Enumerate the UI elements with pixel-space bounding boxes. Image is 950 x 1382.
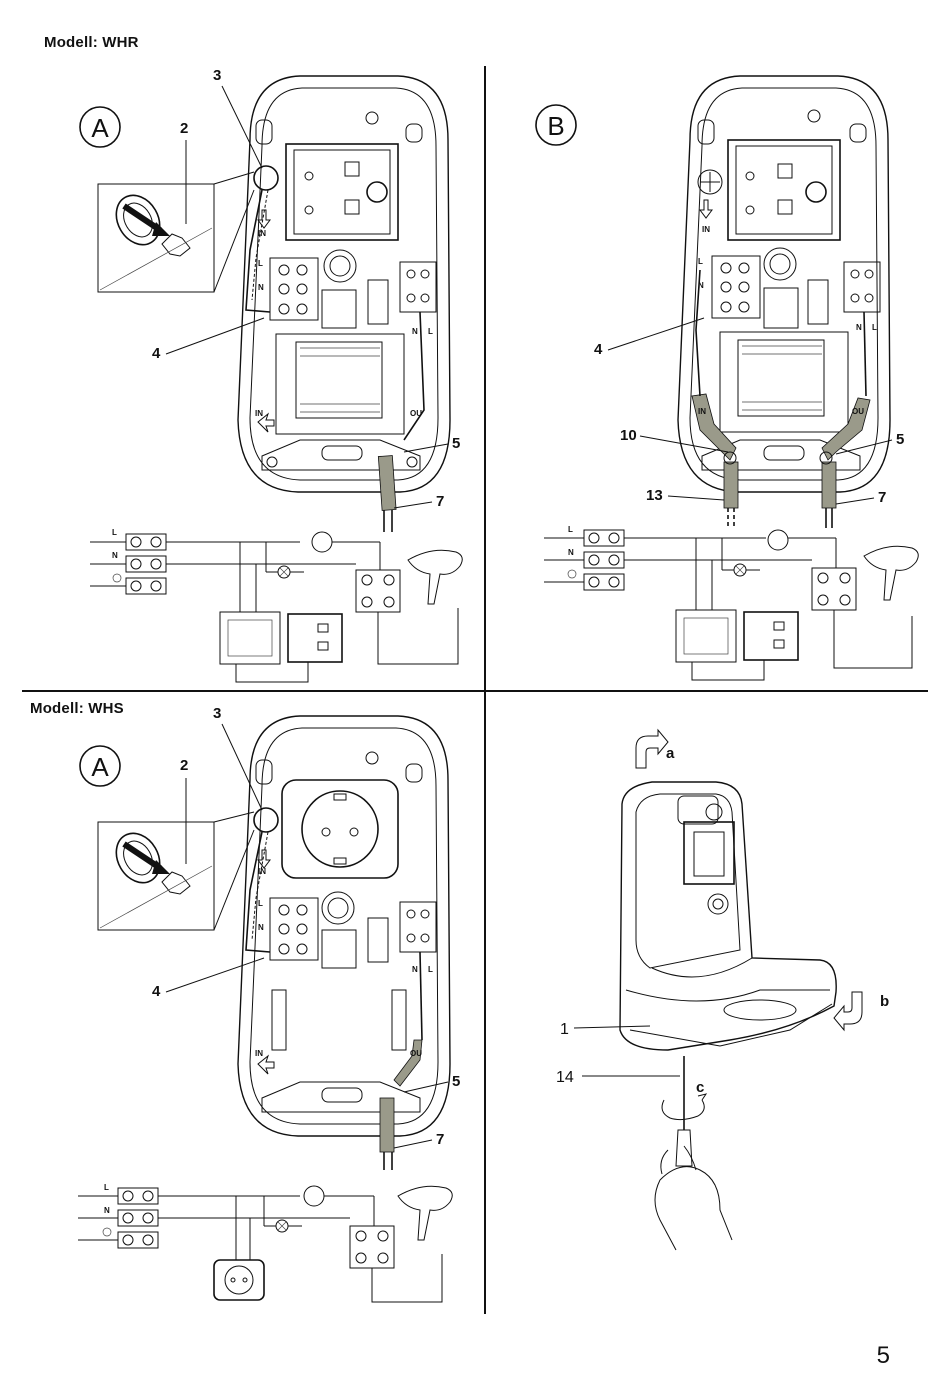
badge-a-whr: A <box>79 106 121 148</box>
horizontal-divider <box>22 690 928 692</box>
svg-text:7: 7 <box>436 493 444 510</box>
wiring-schematic-whs-a <box>78 1185 453 1303</box>
svg-text:c: c <box>696 1079 704 1096</box>
panel-whs-a: A IN L N <box>78 705 460 1303</box>
svg-text:L: L <box>104 1183 109 1192</box>
screwdriver-hand <box>654 1056 733 1251</box>
detail-inset-grommet <box>97 171 255 293</box>
svg-text:A: A <box>91 113 109 143</box>
svg-text:L: L <box>258 899 263 908</box>
svg-text:4: 4 <box>594 341 603 358</box>
svg-text:B: B <box>547 111 564 141</box>
svg-text:3: 3 <box>213 67 221 84</box>
svg-text:L: L <box>258 259 263 268</box>
svg-text:N: N <box>568 548 574 557</box>
svg-text:a: a <box>666 745 675 762</box>
svg-text:IN: IN <box>258 229 266 238</box>
svg-text:L: L <box>112 528 117 537</box>
detail-inset-grommet-whs <box>97 811 255 931</box>
panel-mounting: a b c 1 14 <box>556 728 889 1251</box>
svg-text:OU: OU <box>852 407 864 416</box>
svg-text:N: N <box>258 283 264 292</box>
svg-text:N: N <box>258 923 264 932</box>
svg-text:5: 5 <box>452 435 460 452</box>
svg-text:1: 1 <box>560 1021 569 1038</box>
svg-text:N: N <box>412 327 418 336</box>
svg-text:IN: IN <box>255 1049 263 1058</box>
page-number: 5 <box>876 1342 890 1369</box>
badge-a-whs: A <box>79 745 121 787</box>
svg-text:10: 10 <box>620 427 637 444</box>
model-label-whr: Modell: WHR <box>44 34 139 51</box>
svg-text:IN: IN <box>698 407 706 416</box>
svg-text:5: 5 <box>896 431 904 448</box>
svg-text:2: 2 <box>180 120 188 137</box>
device-perspective <box>619 781 837 1051</box>
svg-text:L: L <box>428 965 433 974</box>
wiring-schematic-whr-a <box>90 531 463 683</box>
svg-text:N: N <box>104 1206 110 1215</box>
panel-whr-b: B <box>535 75 919 681</box>
svg-text:N: N <box>856 323 862 332</box>
svg-text:b: b <box>880 993 889 1010</box>
svg-text:3: 3 <box>213 705 221 722</box>
svg-text:14: 14 <box>556 1069 574 1086</box>
model-label-whs: Modell: WHS <box>30 700 124 717</box>
svg-text:L: L <box>568 525 573 534</box>
svg-text:N: N <box>412 965 418 974</box>
svg-text:L: L <box>872 323 877 332</box>
svg-text:OU: OU <box>410 409 422 418</box>
svg-text:IN: IN <box>258 867 266 876</box>
svg-text:N: N <box>698 281 704 290</box>
svg-text:L: L <box>698 257 703 266</box>
svg-text:13: 13 <box>646 487 663 504</box>
device-housing-whs <box>237 715 451 1170</box>
svg-text:4: 4 <box>152 345 161 362</box>
wiring-schematic-whr-b <box>544 529 919 681</box>
device-housing-whr <box>237 75 451 532</box>
svg-text:OU: OU <box>410 1049 422 1058</box>
svg-text:IN: IN <box>255 409 263 418</box>
device-housing-whr-b <box>677 75 891 528</box>
svg-text:5: 5 <box>452 1073 460 1090</box>
svg-text:IN: IN <box>702 225 710 234</box>
rotate-arrow-a-icon <box>635 728 669 769</box>
svg-text:7: 7 <box>436 1131 444 1148</box>
badge-b-whr: B <box>535 104 577 146</box>
svg-text:N: N <box>112 551 118 560</box>
panel-whr-a: A <box>79 67 463 683</box>
rotate-arrow-b-icon <box>833 991 863 1032</box>
svg-text:4: 4 <box>152 983 161 1000</box>
svg-text:L: L <box>428 327 433 336</box>
svg-text:7: 7 <box>878 489 886 506</box>
svg-text:2: 2 <box>180 757 188 774</box>
svg-text:A: A <box>91 752 109 782</box>
